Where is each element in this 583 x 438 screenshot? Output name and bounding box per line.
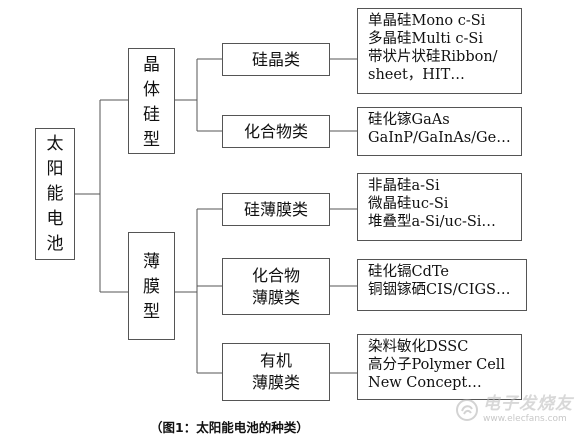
root-node-solar-cell: 太 阳 能 电 池	[35, 128, 75, 260]
category-node-organic-film: 有机 薄膜类	[222, 343, 330, 401]
category-node-silicon-crystal: 硅晶类	[222, 43, 330, 76]
branch-node-film-label: 薄 膜 型	[143, 252, 160, 322]
leaf-item: 染料敏化DSSC	[368, 339, 469, 355]
leaf-item: 硅化镉CdTe	[368, 264, 450, 280]
leaf-node-compound: 硅化镓GaAs GaInP/GaInAs/Ge…	[357, 107, 522, 156]
category-node-compound: 化合物类	[222, 115, 330, 148]
leaf-item: 高分子Polymer Cell	[368, 357, 506, 373]
leaf-item: 多晶硅Multi c-Si	[368, 31, 483, 47]
leaf-node-silicon-film: 非晶硅a-Si 微晶硅uc-Si 堆叠型a-Si/uc-Si…	[357, 173, 522, 241]
leaf-item: 堆叠型a-Si/uc-Si…	[368, 214, 496, 230]
branch-node-crystal-silicon: 晶 体 硅 型	[128, 48, 175, 154]
leaf-item: sheet，HIT…	[368, 67, 465, 83]
elecfans-watermark: 电子发烧友 www.elecfans.com	[455, 395, 573, 425]
category-node-silicon-film: 硅薄膜类	[222, 193, 330, 226]
watermark-url: www.elecfans.com	[483, 414, 567, 424]
leaf-item: 微晶硅uc-Si	[368, 196, 449, 212]
figure-caption: （图1：太阳能电池的种类）	[150, 420, 309, 435]
leaf-item: 非晶硅a-Si	[368, 178, 440, 194]
leaf-item: 硅化镓GaAs	[368, 112, 450, 128]
watermark-title: 电子发烧友	[483, 394, 573, 414]
leaf-node-organic-film: 染料敏化DSSC 高分子Polymer Cell New Concept…	[357, 334, 522, 400]
category-node-compound-film: 化合物 薄膜类	[222, 258, 330, 315]
leaf-node-silicon-crystal: 单晶硅Mono c-Si 多晶硅Multi c-Si 带状片状硅Ribbon/ …	[357, 8, 522, 94]
elecfans-logo-icon	[456, 399, 478, 421]
branch-node-crystal-label: 晶 体 硅 型	[143, 55, 160, 150]
leaf-item: 带状片状硅Ribbon/	[368, 49, 498, 65]
root-node-label: 太 阳 能 电 池	[46, 134, 64, 254]
leaf-item: New Concept…	[368, 375, 482, 391]
leaf-item: 铜铟镓硒CIS/CIGS…	[368, 282, 511, 298]
leaf-item: GaInP/GaInAs/Ge…	[368, 130, 511, 146]
branch-node-thin-film: 薄 膜 型	[128, 232, 175, 340]
leaf-item: 单晶硅Mono c-Si	[368, 13, 486, 29]
leaf-node-compound-film: 硅化镉CdTe 铜铟镓硒CIS/CIGS…	[357, 259, 527, 311]
